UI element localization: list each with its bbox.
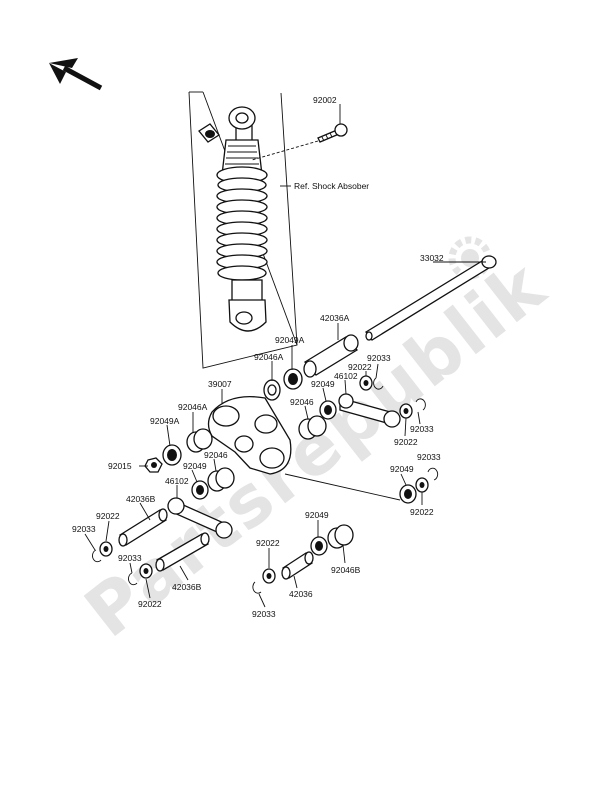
circlip-92033-left2	[128, 572, 138, 586]
label-92049-right1: 92049	[311, 379, 335, 389]
bolt-92015	[144, 457, 163, 473]
label-92049a-top: 92049A	[275, 335, 305, 345]
washer-92022-right2	[399, 403, 413, 419]
seal-92049a-top	[283, 368, 303, 390]
shock-bushing	[198, 123, 220, 143]
watermark-text: Partsrepublik	[70, 245, 561, 654]
collar-42036b-bot	[155, 532, 210, 572]
label-33032: 33032	[420, 253, 444, 263]
collar-42036	[281, 551, 314, 580]
rocker-arm-39007	[207, 395, 401, 501]
label-92022-right1: 92022	[348, 362, 372, 372]
washer-92022-left2	[139, 563, 153, 579]
label-46102-left: 46102	[165, 476, 189, 486]
bearing-92046b	[327, 524, 354, 549]
label-92046a-left: 92046A	[178, 402, 208, 412]
label-92022-left2: 92022	[138, 599, 162, 609]
seal-92049-right3	[399, 484, 417, 504]
washer-92022-bot	[262, 568, 276, 584]
label-92046-left: 92046	[204, 450, 228, 460]
label-42036b-top: 42036B	[126, 494, 156, 504]
bearing-92046-left	[207, 467, 235, 492]
label-92046-mid: 92046	[290, 397, 314, 407]
washer-92022-right3	[415, 477, 429, 493]
leader-lines	[84, 104, 486, 608]
circlip-92033-right1	[373, 377, 384, 390]
label-92022-bot: 92022	[256, 538, 280, 548]
label-92049a-left: 92049A	[150, 416, 180, 426]
label-92022-right3: 92022	[410, 507, 434, 517]
shock-spring	[216, 177, 268, 281]
seal-92049-right	[319, 400, 337, 420]
link-46102-left	[167, 497, 233, 539]
label-92033-right3: 92033	[417, 452, 441, 462]
collar-42036a	[303, 334, 359, 378]
label-42036b-bot: 42036B	[172, 582, 202, 592]
label-92015: 92015	[108, 461, 132, 471]
washer-92022-right1	[359, 375, 373, 391]
label-42036: 42036	[289, 589, 313, 599]
bearing-92046a-top	[263, 379, 281, 401]
front-arrow-icon	[49, 58, 103, 91]
part-labels: 92002 Ref. Shock Absober 33032 42036A 92…	[72, 95, 444, 619]
label-92033-right2: 92033	[410, 424, 434, 434]
label-92033-left2: 92033	[118, 553, 142, 563]
seal-92049-left	[191, 480, 209, 500]
label-92033-left1: 92033	[72, 524, 96, 534]
circlip-92033-bot	[252, 581, 262, 594]
label-39007: 39007	[208, 379, 232, 389]
label-92022-left1: 92022	[96, 511, 120, 521]
label-92046b: 92046B	[331, 565, 361, 575]
circlip-92033-right2	[415, 398, 426, 411]
label-92022-right2: 92022	[394, 437, 418, 447]
circlip-92033-right3	[427, 467, 439, 481]
bolt-92002	[251, 123, 348, 161]
bearing-92046a-left	[186, 428, 213, 453]
label-92033-right1: 92033	[367, 353, 391, 363]
label-92033-bot: 92033	[252, 609, 276, 619]
label-92046a-top: 92046A	[254, 352, 284, 362]
label-92049-left: 92049	[183, 461, 207, 471]
seal-92049a-left	[162, 444, 182, 466]
seal-92049-bot	[310, 536, 328, 556]
label-92002: 92002	[313, 95, 337, 105]
collar-42036b-top	[118, 508, 168, 547]
label-92049-bot: 92049	[305, 510, 329, 520]
circlip-92033-left1	[92, 549, 102, 563]
label-46102-right: 46102	[334, 371, 358, 381]
shock-absorber	[216, 106, 268, 332]
label-92049-right3: 92049	[390, 464, 414, 474]
shaft-33032	[365, 255, 497, 341]
reference-note-shock-absorber: Ref. Shock Absober	[294, 181, 369, 191]
label-42036a: 42036A	[320, 313, 350, 323]
washer-92022-left1	[99, 541, 113, 557]
